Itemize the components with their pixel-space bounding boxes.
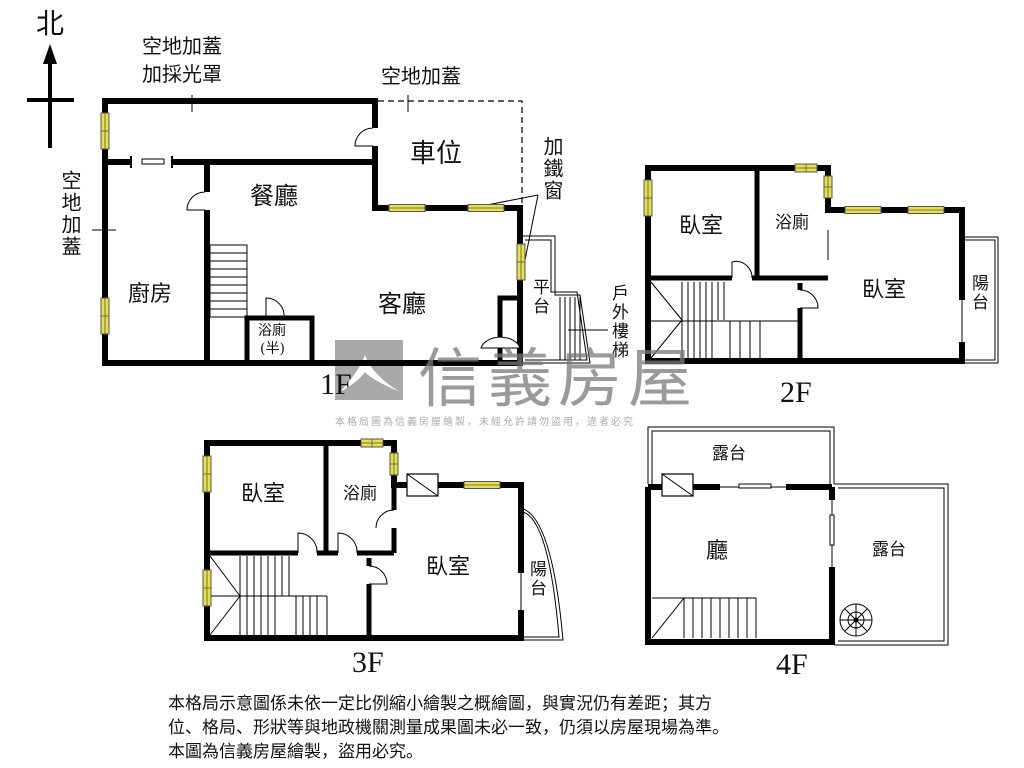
floor-4-label: 4F: [776, 648, 808, 681]
watermark-copyright: 本格局圖為信義房屋繪製，未經允許請勿盜用，違者必究: [335, 417, 635, 428]
floor-1-label: 1F: [320, 368, 352, 401]
2f-bathroom: 浴廁: [775, 213, 809, 233]
room-living: 客廳: [378, 290, 426, 318]
watermark-brand: 信義房屋: [418, 343, 698, 417]
4f-terrace-right: 露台: [872, 540, 906, 560]
3f-bathroom: 浴廁: [343, 484, 377, 504]
floor-4-plan: [645, 426, 949, 646]
north-arrow-icon: [27, 44, 74, 148]
4f-terrace-top: 露台: [712, 444, 746, 464]
3f-balcony: 陽台: [526, 560, 546, 598]
disclaimer-line-2: 位、格局、形狀等與地政機關測量成果圖未必一致，仍須以房屋現場為準。: [168, 718, 729, 738]
room-dining: 餐廳: [250, 182, 298, 210]
annotation-top-addition-1: 空地加蓋: [142, 34, 222, 58]
floor-3-plan: [202, 438, 564, 641]
floor-1-plan: [92, 95, 608, 366]
room-half-bath-note: (半): [260, 341, 285, 357]
room-half-bath: 浴廁: [258, 323, 286, 339]
room-kitchen: 廚房: [128, 282, 173, 307]
room-platform: 平台: [529, 278, 549, 316]
annotation-right-addition: 空地加蓋: [381, 64, 461, 88]
disclaimer-line-1: 本格局示意圖係未依一定比例縮小繪製之概繪圖，與實況仍有差距；其方: [168, 694, 712, 714]
annotation-iron-window: 加鐵窗: [540, 136, 564, 202]
3f-bedroom-1: 臥室: [241, 482, 286, 507]
annotation-left-addition: 空地加蓋: [58, 170, 82, 258]
north-label: 北: [36, 7, 65, 40]
disclaimer-line-3: 本圖為信義房屋繪製，盜用必究。: [168, 742, 423, 762]
watermark-logo-icon: [335, 340, 403, 400]
4f-hall: 廳: [706, 539, 729, 564]
annotation-outdoor-stairs: 戶外樓梯: [608, 284, 628, 360]
floor-2-label: 2F: [780, 376, 812, 409]
disclaimer: 本格局示意圖係未依一定比例縮小繪製之概繪圖，與實況仍有差距；其方 位、格局、形狀…: [168, 692, 868, 764]
2f-bedroom-2: 臥室: [862, 278, 907, 303]
room-parking: 車位: [410, 139, 463, 169]
spiral-staircase-icon: [839, 603, 873, 637]
floor-2-plan: [643, 163, 999, 364]
2f-bedroom-1: 臥室: [679, 214, 724, 239]
2f-balcony: 陽台: [968, 274, 988, 312]
annotation-top-addition-2: 加採光罩: [142, 62, 222, 86]
3f-bedroom-2: 臥室: [426, 555, 471, 580]
floor-3-label: 3F: [352, 646, 384, 679]
